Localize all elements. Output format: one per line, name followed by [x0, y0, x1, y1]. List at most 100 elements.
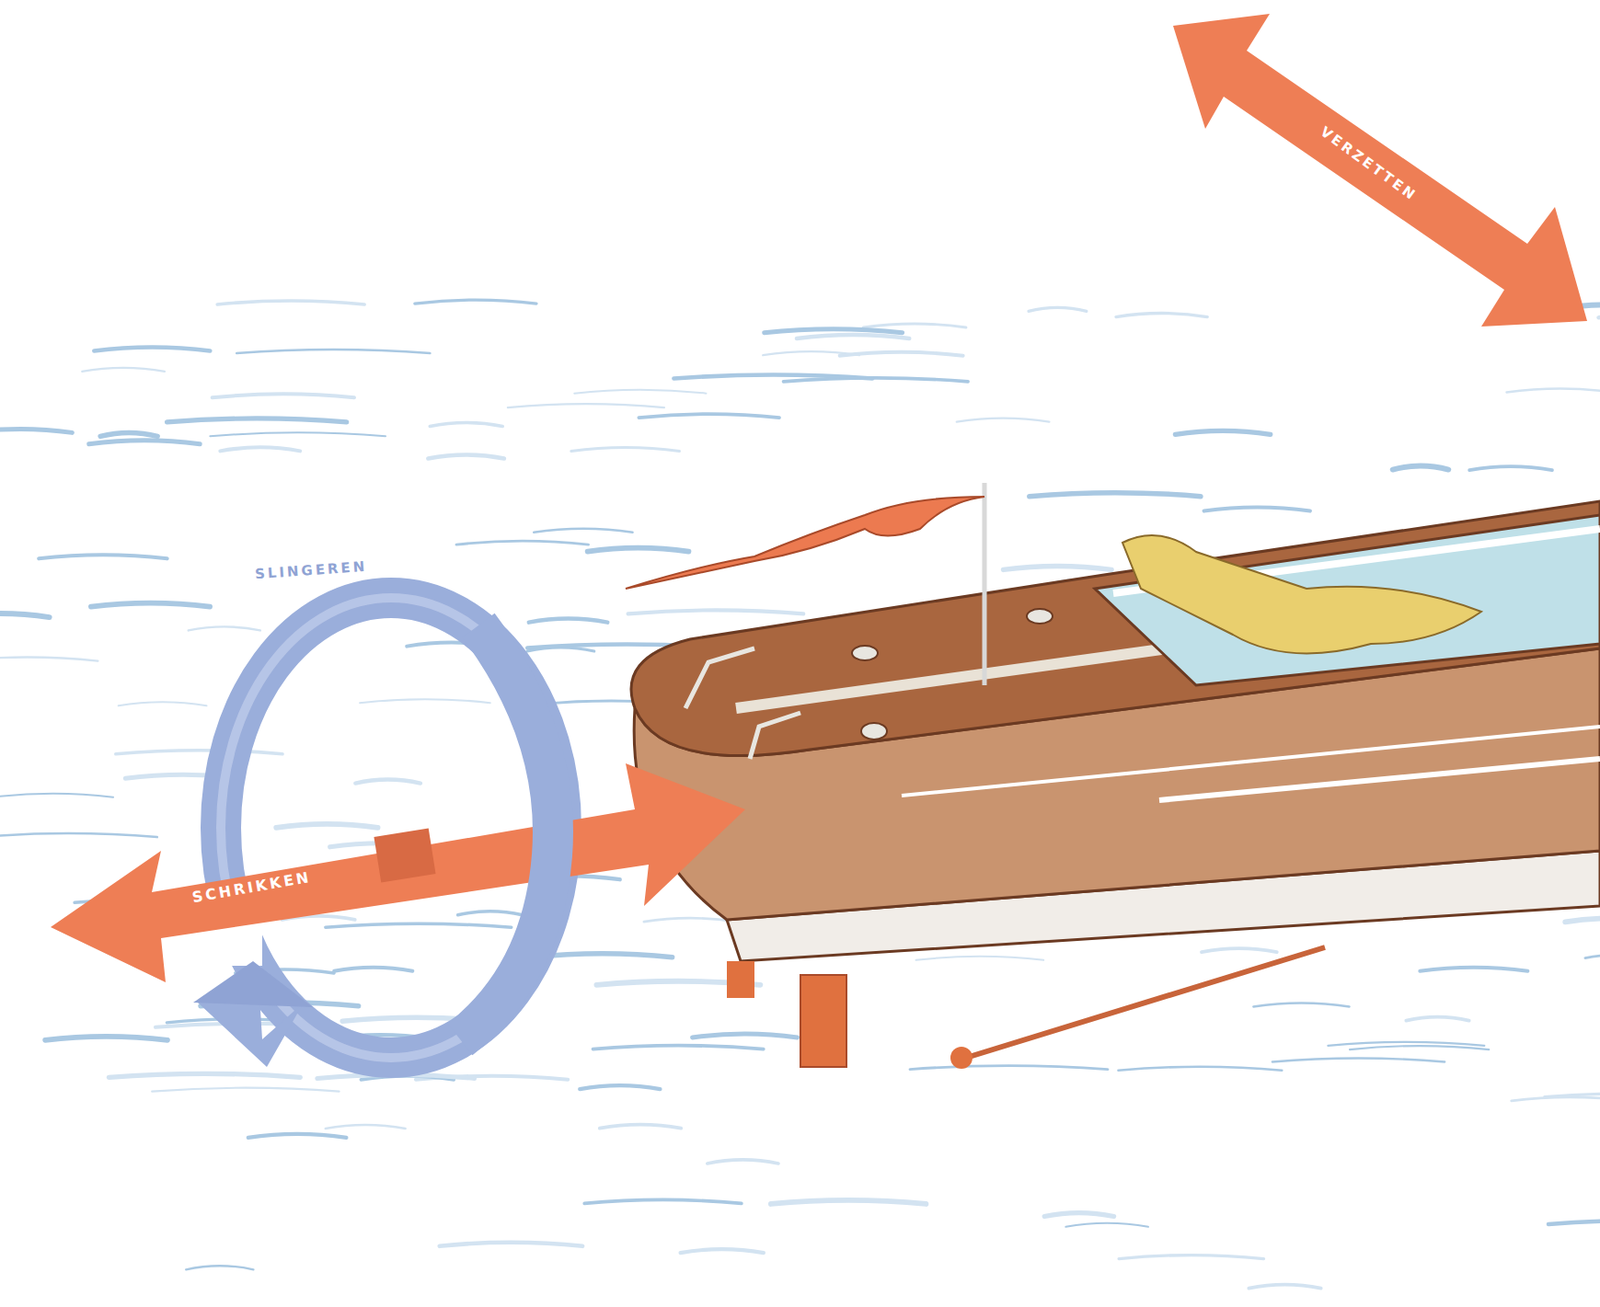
- wave-stroke: [628, 610, 805, 614]
- wave-stroke: [333, 967, 413, 972]
- wave-stroke: [863, 323, 967, 328]
- wave-stroke: [91, 603, 210, 608]
- wave-stroke: [579, 1085, 660, 1090]
- water-waves: [0, 299, 1600, 1290]
- wave-stroke: [1201, 948, 1278, 953]
- wave-stroke: [1118, 1255, 1264, 1260]
- wave-stroke: [429, 423, 503, 427]
- wave-stroke: [108, 1073, 300, 1078]
- wave-stroke: [599, 1125, 682, 1129]
- roll-label: SLINGEREN: [254, 558, 369, 583]
- wave-stroke: [1548, 1220, 1600, 1225]
- wave-stroke: [584, 1199, 742, 1204]
- wave-stroke: [45, 1036, 168, 1041]
- wave-stroke: [188, 626, 261, 631]
- wave-stroke: [209, 432, 386, 437]
- wave-stroke: [81, 368, 165, 372]
- wave-stroke: [533, 529, 633, 533]
- wave-stroke: [1405, 1017, 1469, 1022]
- wave-stroke: [167, 418, 347, 423]
- wave-stroke: [456, 541, 589, 545]
- surge-arrow: [50, 763, 746, 983]
- wave-stroke: [89, 440, 200, 445]
- wave-stroke: [248, 1134, 347, 1139]
- wave-stroke: [574, 390, 706, 394]
- wave-stroke: [956, 418, 1050, 423]
- wave-stroke: [587, 548, 690, 553]
- wave-stroke: [100, 432, 158, 437]
- wave-stroke: [840, 352, 964, 357]
- wave-stroke: [355, 780, 421, 784]
- wave-stroke: [325, 923, 512, 928]
- wave-stroke: [427, 454, 504, 459]
- wave-stroke: [1419, 967, 1528, 972]
- cloth: [1122, 535, 1482, 654]
- wave-stroke: [1469, 466, 1553, 471]
- rudder: [800, 975, 847, 1068]
- wave-stroke: [236, 349, 430, 354]
- propeller: [950, 1047, 973, 1070]
- wave-stroke: [796, 334, 910, 339]
- wave-stroke: [1248, 1285, 1321, 1290]
- side-trim: [901, 726, 1600, 796]
- wave-stroke: [219, 447, 300, 451]
- wave-stroke: [707, 1160, 779, 1164]
- wave-stroke: [276, 824, 378, 829]
- wave-stroke: [217, 300, 365, 305]
- rail: [749, 713, 801, 760]
- wave-stroke: [771, 1200, 926, 1205]
- wave-stroke: [1003, 565, 1113, 570]
- rail: [685, 648, 755, 709]
- wave-stroke: [1392, 466, 1449, 471]
- wave-stroke: [680, 1249, 764, 1254]
- wave-stroke: [673, 374, 873, 379]
- wave-stroke: [1028, 307, 1087, 311]
- wave-stroke: [529, 619, 608, 623]
- wave-stroke: [644, 918, 737, 922]
- wave-stroke: [909, 1066, 1108, 1071]
- side-trim: [1159, 759, 1600, 801]
- wave-stroke: [1565, 918, 1600, 922]
- wave-stroke: [1044, 1213, 1114, 1218]
- flag-pole: [982, 483, 988, 686]
- skeg: [726, 961, 755, 999]
- cleat: [1026, 609, 1053, 624]
- wave-stroke: [0, 657, 98, 662]
- wave-stroke: [1507, 389, 1600, 393]
- wave-stroke: [93, 346, 210, 351]
- wave-stroke: [38, 554, 167, 559]
- ring-arrowhead: [193, 961, 313, 1008]
- wave-stroke: [782, 378, 968, 382]
- wave-stroke: [115, 750, 283, 755]
- wave-stroke: [1116, 313, 1208, 318]
- wave-stroke: [507, 403, 665, 408]
- wave-stroke: [1029, 493, 1201, 497]
- arrow-shade: [373, 828, 436, 884]
- wave-stroke: [118, 702, 208, 706]
- prop-shaft: [966, 947, 1325, 1059]
- wave-stroke: [359, 699, 491, 703]
- cleat: [861, 723, 887, 740]
- wave-stroke: [1585, 955, 1600, 959]
- wave-stroke: [0, 613, 50, 618]
- wave-stroke: [1598, 313, 1600, 318]
- pennant: [625, 496, 985, 589]
- wave-stroke: [1511, 1097, 1600, 1102]
- wave-stroke: [1253, 1002, 1349, 1007]
- wave-stroke: [1204, 507, 1311, 512]
- wave-stroke: [185, 1266, 254, 1270]
- wave-stroke: [571, 448, 680, 452]
- wave-stroke: [151, 1088, 339, 1093]
- wave-stroke: [0, 833, 158, 838]
- wave-stroke: [1174, 430, 1270, 435]
- wave-stroke: [414, 299, 537, 304]
- wave-stroke: [439, 1243, 583, 1247]
- cleat: [851, 645, 878, 661]
- wave-stroke: [1117, 1067, 1282, 1071]
- wave-stroke: [1065, 1223, 1149, 1228]
- wave-stroke: [0, 428, 72, 433]
- roll-ring-front: [460, 625, 553, 1040]
- wave-stroke: [1544, 1093, 1600, 1098]
